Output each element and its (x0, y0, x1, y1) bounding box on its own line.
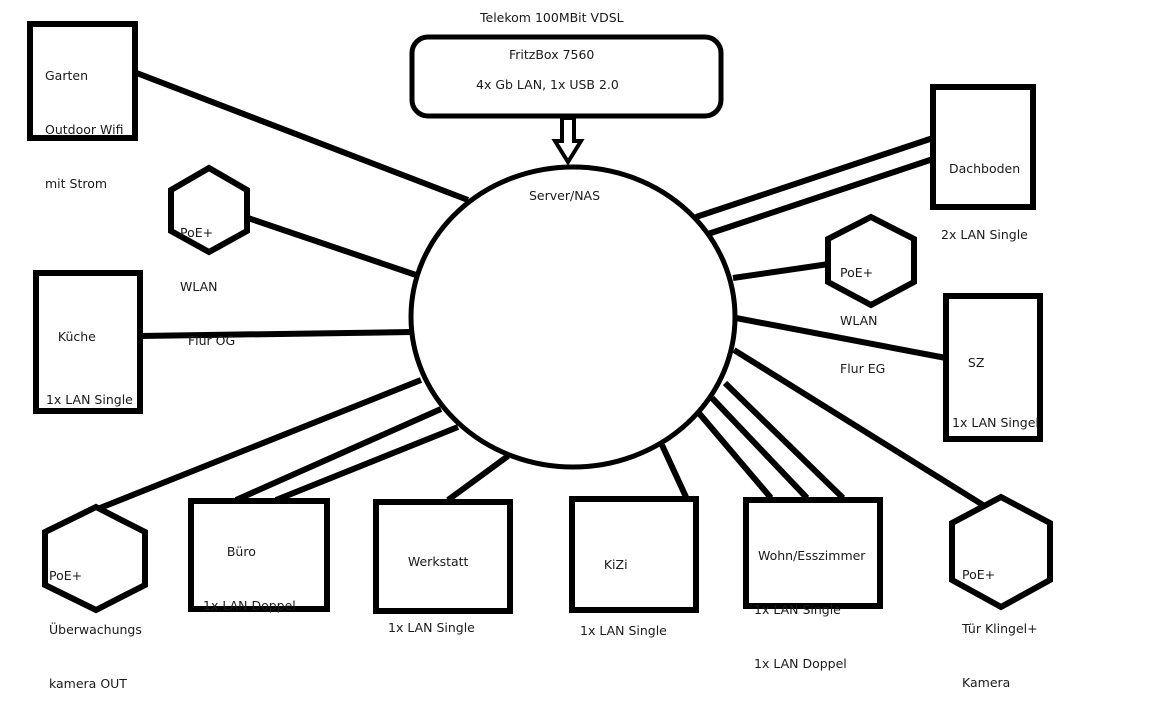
label-kueche-line: 1x LAN Single (42, 392, 133, 407)
node-werkstatt[interactable] (373, 499, 513, 614)
label-kizi-line: KiZi (580, 557, 628, 572)
label-wlan-og: PoE+ WLAN Flur OG (180, 188, 235, 368)
label-klingel-line: Kamera (962, 675, 1011, 690)
label-garten-line: Outdoor Wifi (45, 122, 124, 137)
label-kamera-out-line: PoE+ (49, 568, 83, 583)
link-wohn-2 (709, 395, 810, 501)
label-sz-line: SZ (952, 355, 985, 370)
label-sz: SZ 1x LAN Singel (952, 313, 1039, 453)
label-klingel-line: PoE+ (962, 567, 996, 582)
label-wlan-eg: PoE+ WLAN Flur EG (840, 233, 885, 393)
label-buero-line: 1x LAN Doppel (203, 598, 296, 613)
link-dachboden-1 (695, 135, 934, 220)
link-dachboden-2 (707, 156, 934, 237)
node-buero[interactable] (188, 498, 330, 612)
label-wohn-line: 1x LAN Doppel (754, 656, 847, 671)
label-klingel: PoE+ Tür Klingel+ Kamera (962, 530, 1038, 710)
link-buero-2 (274, 424, 460, 503)
label-dachboden-line: Dachboden (941, 161, 1021, 176)
label-dachboden-line: 2x LAN Single (941, 227, 1028, 242)
node-wohn[interactable] (743, 497, 883, 609)
label-wlan-og-line: Flur OG (180, 333, 236, 348)
uplink-arrow-icon (551, 116, 585, 166)
node-klingel[interactable] (949, 493, 1053, 611)
label-wlan-og-line: PoE+ (180, 225, 214, 240)
link-wlan-eg (732, 261, 830, 281)
diagram-title: Telekom 100MBit VDSL (480, 10, 624, 25)
label-kamera-out-line: kamera OUT (49, 676, 127, 691)
label-kizi-line: 1x LAN Single (580, 623, 667, 638)
label-wohn-line: Wohn/Esszimmer (754, 548, 866, 563)
server-name: Server/NAS (529, 188, 601, 203)
label-garten: Garten Outdoor Wifi mit Strom (45, 31, 123, 211)
router-name: FritzBox 7560 (509, 47, 595, 62)
link-wohn-1 (695, 410, 774, 500)
node-kizi[interactable] (569, 496, 699, 613)
label-wohn: Wohn/Esszimmer 1x LAN Single 1x LAN Dopp… (754, 511, 865, 691)
node-sz[interactable] (943, 293, 1043, 442)
network-diagram (27, 21, 1053, 614)
label-wlan-eg-line: WLAN (840, 313, 878, 328)
label-klingel-line: Tür Klingel+ (962, 621, 1038, 636)
label-werkstatt-line: Werkstatt (388, 554, 469, 569)
link-garten (132, 69, 470, 203)
label-sz-line: 1x LAN Singel (952, 415, 1039, 430)
node-kueche[interactable] (33, 270, 143, 414)
label-kamera-out-line: Überwachungs (49, 622, 142, 637)
node-wlan-eg[interactable] (825, 213, 917, 309)
label-garten-line: Garten (45, 68, 88, 83)
link-wohn-3 (722, 380, 846, 501)
node-wlan-og[interactable] (168, 164, 250, 256)
label-garten-line: mit Strom (45, 176, 108, 191)
node-kamera-out[interactable] (42, 503, 148, 614)
link-kamera-out (98, 377, 423, 511)
label-dachboden: Dachboden 2x LAN Single (941, 114, 1028, 268)
node-dachboden[interactable] (930, 84, 1036, 210)
link-sz (735, 315, 947, 361)
label-werkstatt: Werkstatt 1x LAN Single (388, 507, 475, 661)
router-ports: 4x Gb LAN, 1x USB 2.0 (476, 77, 619, 92)
label-kizi: KiZi 1x LAN Single (580, 510, 667, 664)
link-kizi (659, 443, 689, 499)
link-klingel (732, 347, 985, 508)
server-nas-node[interactable] (408, 164, 738, 470)
label-werkstatt-line: 1x LAN Single (388, 620, 475, 635)
link-kueche (139, 329, 413, 339)
label-wlan-eg-line: Flur EG (840, 361, 886, 376)
label-buero: Büro 1x LAN Doppel (203, 507, 296, 633)
label-wohn-line: 1x LAN Single (754, 602, 841, 617)
label-kueche: Küche 1x LAN Single (42, 284, 133, 431)
link-wlan-og (247, 215, 417, 278)
label-kamera-out: PoE+ Überwachungs kamera OUT (49, 531, 142, 711)
label-wlan-og-line: WLAN (180, 279, 218, 294)
node-garten[interactable] (27, 21, 138, 141)
link-werkstatt (446, 453, 510, 503)
label-wlan-eg-line: PoE+ (840, 265, 874, 280)
link-buero-1 (234, 406, 443, 503)
label-buero-line: Büro (203, 544, 256, 559)
label-kueche-line: Küche (42, 329, 96, 344)
